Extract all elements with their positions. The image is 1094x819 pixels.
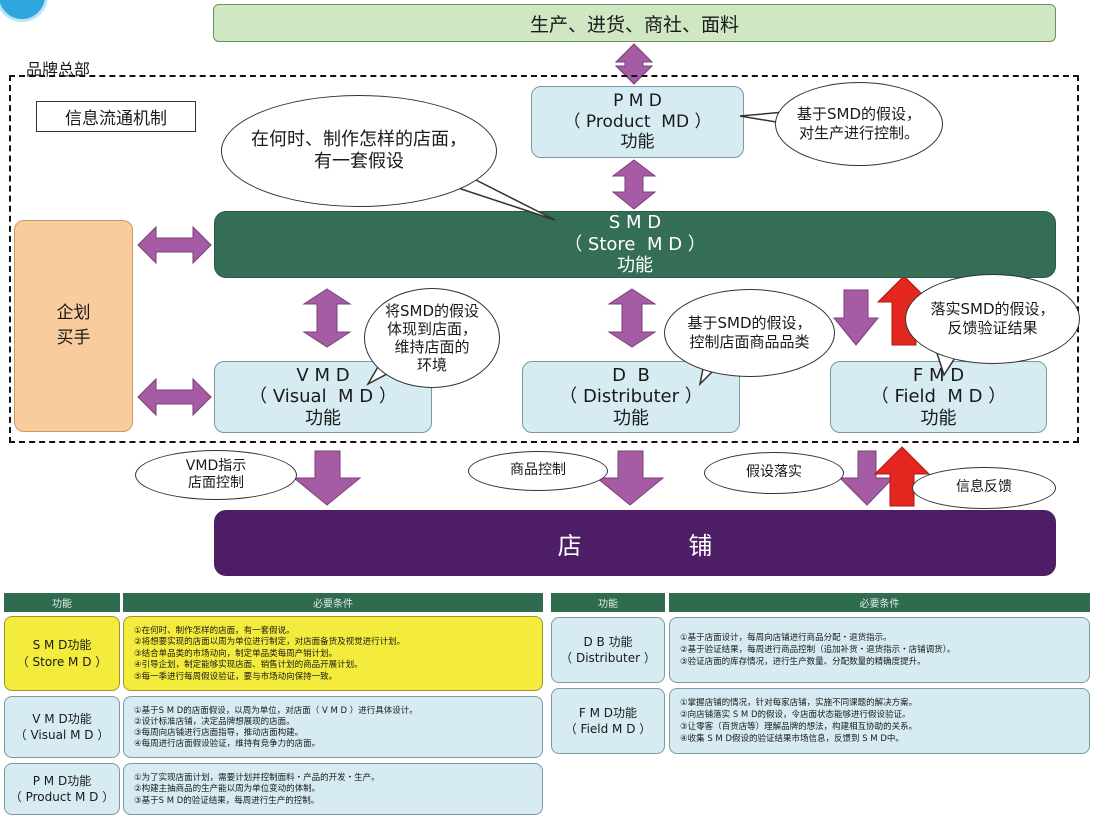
function-cell-vmd: V M D功能 （ Visual M D ） — [4, 696, 120, 758]
condition-item: ④引导企划，制定能够实现店面、销售计划的商品开展计划。 — [134, 660, 363, 671]
function-cell-fmd-text: F M D功能 （ Field M D ） — [564, 705, 652, 736]
function-cell-smd: S M D功能 （ Store M D ） — [4, 616, 120, 691]
condition-item: ①掌握店铺的情况，针对每家店铺，实施不同课题的解决方案。 — [680, 698, 918, 708]
hq-frame — [9, 75, 1079, 443]
bubble-fmd-feedback-text: 落实SMD的假设， 反馈验证结果 — [930, 300, 1055, 337]
arrow-smd-vmd — [302, 288, 352, 348]
condition-item: ③让零客（百货店等）理解品牌的想法，构建相互协助的关系。 — [680, 722, 918, 732]
left-header-condition-text: 必要条件 — [313, 599, 353, 610]
vmd-function: 功能 — [305, 407, 341, 429]
right-table-header-condition: 必要条件 — [669, 593, 1090, 612]
right-table-header-function: 功能 — [551, 593, 665, 612]
fmd-title: F M D — [912, 364, 965, 386]
condition-item: ①在何时、制作怎样的店面，有一套假说。 — [134, 625, 295, 636]
condition-cell-vmd: ①基于S M D的店面假设，以周为单位，对店面（ V M D ）进行具体设计。 … — [123, 696, 543, 758]
smd-function: 功能 — [617, 255, 653, 277]
bubble-when-what: 在何时、制作怎样的店面， 有一套假设 — [221, 95, 497, 207]
condition-cell-smd: ①在何时、制作怎样的店面，有一套假说。 ②将想要实现的店面以周为单位进行制定，对… — [123, 616, 543, 691]
db-function: 功能 — [613, 407, 649, 429]
condition-cell-pmd: ①为了实现店面计划，需要计划并控制面料・产品的开发・生产。 ②构建主抽商品的生产… — [123, 763, 543, 815]
pmd-box: P M D （ Product MD ） 功能 — [531, 86, 744, 158]
db-subtitle: （ Distributer ） — [559, 386, 703, 408]
smd-subtitle: （ Store M D ） — [564, 233, 706, 255]
planner-box: 企划 买手 — [14, 220, 133, 432]
arrow-fmd-store — [838, 450, 895, 506]
supply-chain-bar: 生产、进货、商社、面料 — [213, 4, 1056, 42]
condition-item: ②构建主抽商品的生产能以周为单位变动的体制。 — [134, 784, 321, 795]
function-cell-db: D B 功能 （ Distributer ） — [551, 617, 665, 683]
planner-label: 企划 买手 — [56, 302, 91, 349]
condition-item: ③验证店面的库存情况，进行生产数量、分配数量的精确度提升。 — [680, 657, 926, 668]
arrow-smd-db — [607, 288, 657, 348]
condition-cell-db: ①基于店面设计，每周向店铺进行商品分配・退货指示。 ②基于验证结果，每周进行商品… — [669, 617, 1090, 683]
bubble-db-control: 基于SMD的假设， 控制店面商品品类 — [664, 289, 835, 377]
store-bar: 店 铺 — [214, 510, 1056, 576]
bubble-goods-control-text: 商品控制 — [510, 462, 566, 479]
condition-item: ①基于S M D的店面假设，以周为单位，对店面（ V M D ）进行具体设计。 — [134, 706, 418, 716]
condition-item: ②向店铺落实 S M D的假设，令店面状态能够进行假设验证。 — [680, 710, 911, 720]
fmd-function: 功能 — [920, 407, 957, 429]
bubble-pmd-control: 基于SMD的假设， 对生产进行控制。 — [775, 82, 943, 166]
function-cell-pmd: P M D功能 （ Product M D ） — [4, 763, 120, 815]
smd-bar: S M D （ Store M D ） 功能 — [214, 211, 1056, 278]
vmd-subtitle: （ Visual M D ） — [249, 386, 397, 408]
arrow-top-pmd — [614, 43, 654, 85]
bubble-vmd-guide-text: VMD指示 店面控制 — [185, 457, 247, 492]
db-title: D B — [612, 364, 650, 386]
condition-item: ②设计标准店铺，决定品牌想展现的店面。 — [134, 717, 295, 727]
pmd-title: P M D — [613, 91, 662, 112]
bubble-fmd-feedback: 落实SMD的假设， 反馈验证结果 — [905, 274, 1080, 364]
supply-chain-label: 生产、进货、商社、面料 — [529, 13, 739, 36]
left-header-function-text: 功能 — [52, 599, 72, 610]
bubble-implement-text: 假设落实 — [746, 464, 802, 481]
bubble-when-what-text: 在何时、制作怎样的店面， 有一套假设 — [251, 128, 467, 173]
condition-item: ②将想要实现的店面以周为单位进行制定，对店面备货及视觉进行计划。 — [134, 637, 406, 648]
right-header-function-text: 功能 — [598, 599, 618, 610]
store-label: 店 铺 — [557, 531, 713, 560]
function-cell-fmd: F M D功能 （ Field M D ） — [551, 688, 665, 754]
condition-item: ③每周向店铺进行店面指导，推动店面构建。 — [134, 728, 304, 738]
bubble-vmd-store: 将SMD的假设 体现到店面， 维持店面的 环境 — [364, 288, 500, 388]
condition-item: ④每周进行店面假设验证，维持有竞争力的店面。 — [134, 739, 321, 749]
condition-item: ④收集 S M D假设的验证结果市场信息，反馈到 S M D中。 — [680, 734, 904, 744]
bubble-vmd-guide: VMD指示 店面控制 — [135, 450, 297, 500]
smd-title: S M D — [608, 212, 662, 234]
hq-label: 品牌总部 — [26, 60, 91, 79]
condition-item: ②基于验证结果，每周进行商品控制（追加补货・退货指示・店铺调货）。 — [680, 644, 956, 655]
fmd-box: F M D （ Field M D ） 功能 — [830, 361, 1047, 433]
condition-item: ①为了实现店面计划，需要计划并控制面料・产品的开发・生产。 — [134, 773, 380, 783]
function-cell-pmd-text: P M D功能 （ Product M D ） — [9, 773, 115, 804]
arrow-smd-fmd-down — [832, 289, 880, 346]
condition-item: ③结合单品类的市场动向，制定单品类每周产销计划。 — [134, 648, 338, 659]
function-cell-smd-text: S M D功能 （ Store M D ） — [16, 638, 108, 669]
mechanism-label: 信息流通机制 — [36, 101, 196, 132]
condition-item: ⑤每一季进行每周假设验证，要与市场动向保持一致。 — [134, 671, 338, 682]
bubble-info-feedback: 信息反馈 — [912, 467, 1056, 509]
right-header-condition-text: 必要条件 — [859, 599, 900, 610]
arrow-pmd-smd — [611, 159, 657, 210]
left-table-header-function: 功能 — [4, 593, 120, 612]
bubble-vmd-store-text: 将SMD的假设 体现到店面， 维持店面的 环境 — [384, 302, 479, 374]
condition-item: ①基于店面设计，每周向店铺进行商品分配・退货指示。 — [680, 632, 892, 643]
pmd-subtitle: （ Product MD ） — [563, 111, 712, 132]
arrow-planner-smd — [137, 225, 212, 265]
bubble-info-feedback-text: 信息反馈 — [956, 479, 1012, 496]
bubble-implement: 假设落实 — [704, 452, 844, 494]
pmd-function: 功能 — [620, 132, 655, 153]
condition-cell-fmd: ①掌握店铺的情况，针对每家店铺，实施不同课题的解决方案。 ②向店铺落实 S M … — [669, 688, 1090, 754]
bubble-pmd-control-text: 基于SMD的假设， 对生产进行控制。 — [796, 105, 921, 142]
vmd-title: V M D — [296, 364, 350, 386]
function-cell-vmd-text: V M D功能 （ Visual M D ） — [14, 711, 110, 742]
arrow-vmd-store — [292, 450, 362, 506]
function-cell-db-text: D B 功能 （ Distributer ） — [560, 634, 656, 665]
arrow-db-store — [595, 450, 665, 506]
arrow-planner-vmd — [137, 377, 212, 417]
condition-item: ③基于S M D的验证结果，每周进行生产的控制。 — [134, 795, 320, 806]
bubble-goods-control: 商品控制 — [468, 451, 608, 491]
left-table-header-condition: 必要条件 — [123, 593, 543, 612]
bubble-db-control-text: 基于SMD的假设， 控制店面商品品类 — [687, 314, 812, 351]
mechanism-text: 信息流通机制 — [65, 109, 167, 129]
fmd-subtitle: （ Field M D ） — [870, 386, 1007, 408]
